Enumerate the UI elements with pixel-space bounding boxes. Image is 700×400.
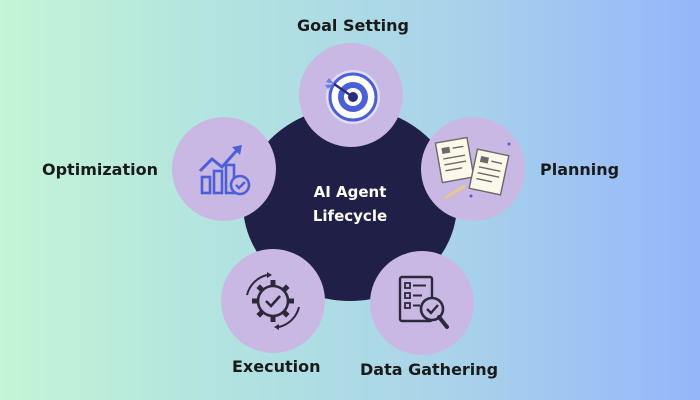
- goal-setting-node: [299, 43, 403, 147]
- center-label: AI Agent Lifecycle: [312, 183, 388, 225]
- stage-label-execution: Execution: [232, 357, 321, 376]
- planning-node: [421, 117, 525, 221]
- stage-label-optimization: Optimization: [42, 160, 158, 179]
- growth-chart-icon: [198, 145, 251, 196]
- gear-check-icon: [246, 272, 300, 330]
- checklist-search-icon: [398, 275, 449, 329]
- target-icon: [325, 70, 380, 124]
- execution-node: [221, 249, 325, 353]
- stage-label-planning: Planning: [540, 160, 620, 179]
- stage-label-data-gathering: Data Gathering: [360, 360, 499, 379]
- optimization-node: [172, 117, 276, 221]
- documents-icon: [434, 136, 511, 200]
- data-gathering-node: [370, 251, 474, 355]
- stage-label-goal-setting: Goal Setting: [297, 16, 409, 35]
